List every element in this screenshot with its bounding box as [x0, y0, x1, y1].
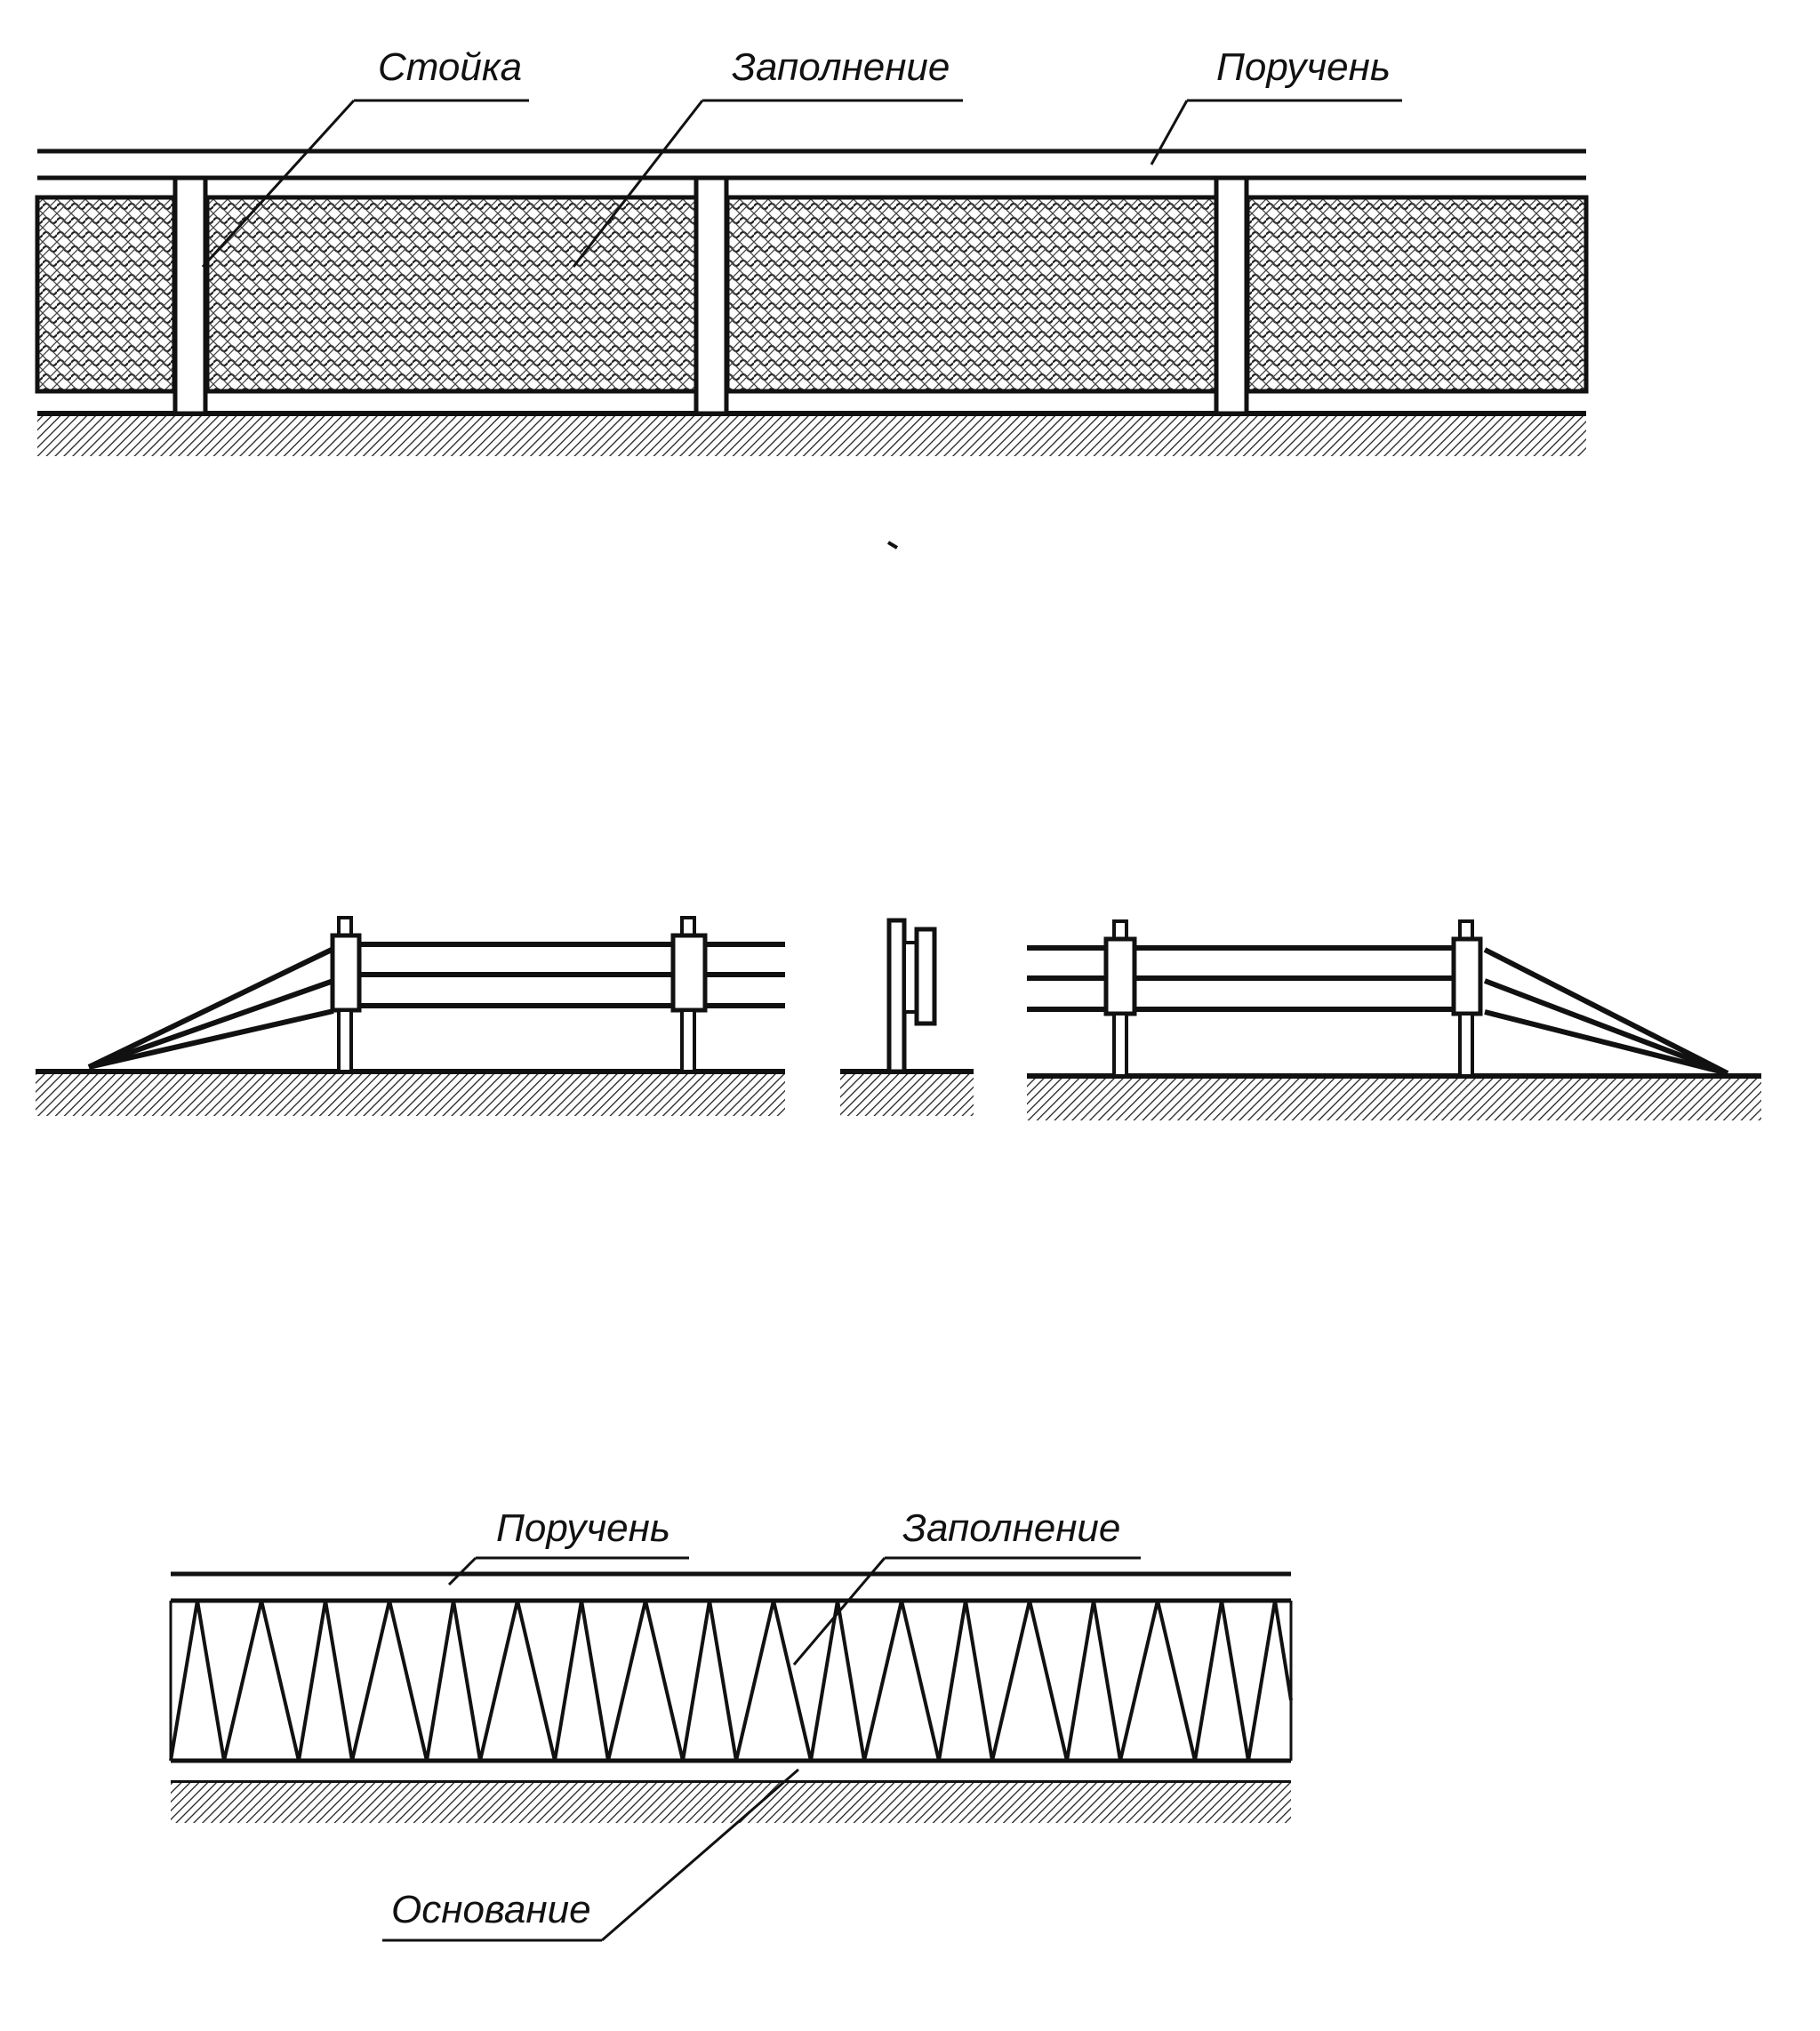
barrier-right-section — [1027, 919, 1761, 1120]
label-handrail-bottom: Поручень — [496, 1506, 670, 1550]
barrier-cross-section — [840, 918, 974, 1116]
mesh-railing-diagram: Стойка Заполнение Поручень — [35, 45, 1589, 550]
ground-hatch — [37, 413, 1586, 456]
leader-infill — [572, 100, 704, 268]
zigzag-railing-diagram: Поручень Заполнение Основание — [169, 1506, 1293, 1942]
mesh-panel-3 — [725, 195, 1219, 394]
mesh-panel-2 — [204, 195, 699, 394]
base-hatch — [171, 1783, 1291, 1823]
barrier-post-4 — [1451, 919, 1483, 1078]
anchor-rail-3 — [88, 1008, 334, 1070]
barrier-post-2 — [670, 916, 708, 1073]
leader-infill-bottom — [792, 1557, 886, 1666]
leader-handrail-bottom — [447, 1556, 477, 1586]
anchor-rail-1 — [87, 946, 335, 1070]
post-3 — [1214, 175, 1249, 416]
barrier-left-section — [36, 916, 785, 1116]
anchor-rail-right-3 — [1484, 1009, 1728, 1076]
label-infill-bottom: Заполнение — [902, 1506, 1120, 1550]
stray-mark — [886, 541, 899, 550]
leader-post — [201, 99, 356, 269]
ground-hatch-left — [36, 1072, 785, 1116]
cross-section-post — [886, 918, 907, 1074]
barrier-post-3 — [1103, 919, 1137, 1078]
anchor-rail-right-1 — [1483, 947, 1729, 1076]
leader-handrail — [1150, 100, 1189, 165]
cross-section-beam — [914, 927, 937, 1026]
zigzag-infill — [169, 1600, 1293, 1762]
label-infill: Заполнение — [732, 45, 950, 89]
ground-hatch-right — [1027, 1076, 1761, 1120]
anchor-rail-2 — [88, 978, 334, 1070]
mesh-panel-4 — [1245, 195, 1589, 394]
label-base: Основание — [391, 1888, 591, 1931]
post-1 — [172, 175, 208, 416]
mesh-panel-1 — [35, 195, 177, 394]
label-post: Стойка — [378, 45, 522, 89]
label-handrail: Поручень — [1216, 45, 1391, 89]
anchor-rail-right-2 — [1483, 978, 1729, 1076]
barrier-post-1 — [330, 916, 362, 1073]
post-2 — [694, 175, 729, 416]
ground-hatch-center — [840, 1072, 974, 1116]
leader-base — [601, 1768, 799, 1942]
